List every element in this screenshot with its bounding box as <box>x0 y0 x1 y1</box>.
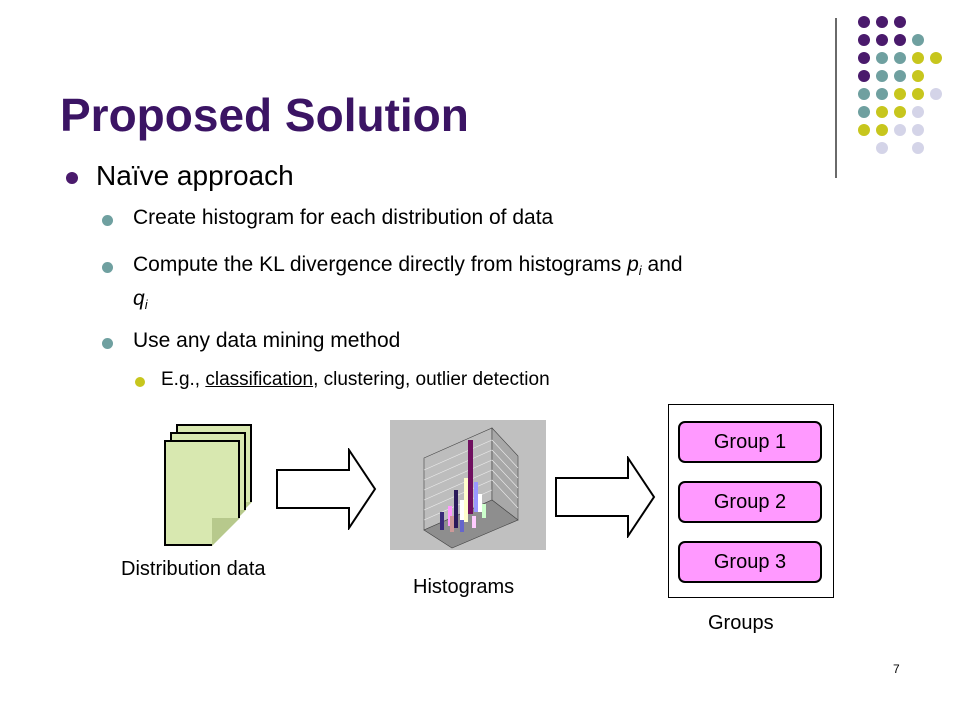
bullet-teal-icon <box>102 338 113 349</box>
bullet-yellow-icon <box>135 377 145 387</box>
bullet-purple-icon <box>66 172 78 184</box>
group-3-box: Group 3 <box>678 541 822 583</box>
histogram-3d-chart-icon <box>390 420 546 550</box>
bullet-eg-methods: E.g., classification, clustering, outlie… <box>161 369 550 390</box>
bullet-naive-approach: Naïve approach <box>96 160 294 191</box>
bullet-compute-kl-continued: qi <box>133 287 148 312</box>
bullet-compute-kl: Compute the KL divergence directly from … <box>133 253 683 278</box>
groups-label: Groups <box>708 612 774 634</box>
right-arrow-icon <box>555 456 656 538</box>
group-2-box: Group 2 <box>678 481 822 523</box>
bullet-create-histogram: Create histogram for each distribution o… <box>133 206 554 229</box>
page-number: 7 <box>893 662 900 676</box>
bullet-teal-icon <box>102 215 113 226</box>
decorative-dot-grid <box>858 16 942 154</box>
decorative-vertical-rule <box>835 18 837 178</box>
classification-link[interactable]: classification <box>205 369 314 390</box>
histograms-label: Histograms <box>413 576 515 598</box>
slide-title: Proposed Solution <box>60 89 469 141</box>
bullet-data-mining: Use any data mining method <box>133 329 401 352</box>
distribution-data-label: Distribution data <box>121 558 266 580</box>
right-arrow-icon <box>276 448 377 530</box>
bullet-teal-icon <box>102 262 113 273</box>
document-page-icon <box>164 440 240 546</box>
group-1-box: Group 1 <box>678 421 822 463</box>
